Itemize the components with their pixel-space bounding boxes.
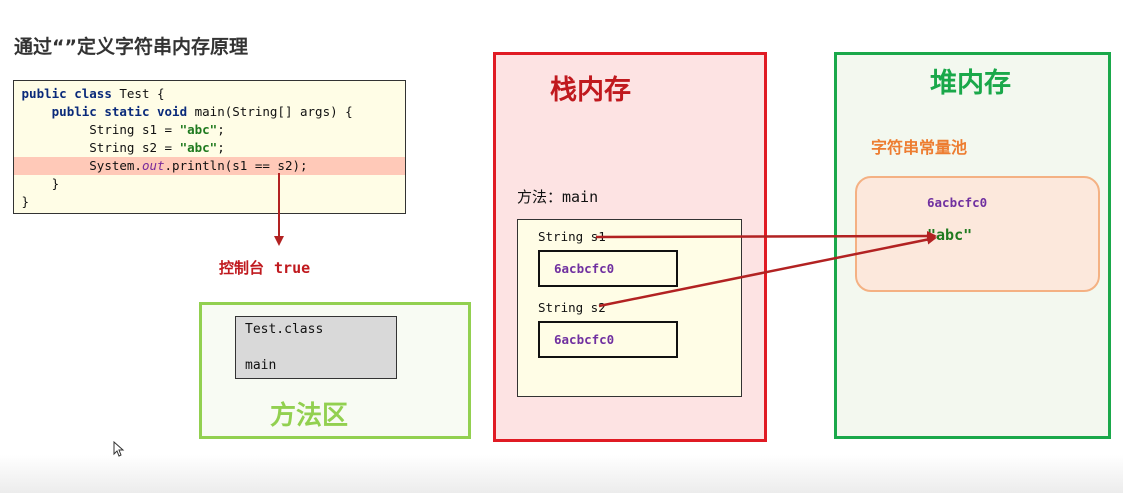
code-string: "abc" [179,122,218,137]
code-text: String s1 = [89,122,180,137]
code-text: System. [89,158,142,173]
stack-frame-label: 方法：main [517,188,599,206]
class-name: Test.class [245,322,324,337]
code-line-2: public static void main(String[] args) { [14,103,405,121]
code-line-5-highlighted: System.out.println(s1 == s2); [14,157,405,175]
code-box: public class Test { public static void m… [13,80,406,214]
pool-string-value: "abc" [927,226,973,244]
code-line-6: } [14,175,405,193]
s1-reference-arrow [595,231,937,242]
code-keyword: public class [21,86,112,101]
var-s1-value: 6acbcfc0 [538,250,678,287]
string-pool [855,176,1100,292]
code-field: out [141,158,165,173]
mouse-cursor-icon [113,441,125,457]
class-method: main [245,358,277,373]
code-text: Test { [111,86,165,101]
pool-address: 6acbcfc0 [927,195,988,210]
var-s2-value: 6acbcfc0 [538,321,678,358]
page-title: 通过“”定义字符串内存原理 [14,36,248,58]
heap-title: 堆内存 [930,68,1011,99]
code-text: } [21,194,30,209]
console-label: 控制台 [219,259,265,277]
bottom-fade [0,455,1123,493]
code-keyword: public static void [51,104,188,119]
code-line-3: String s1 = "abc"; [14,121,405,139]
stack-title: 栈内存 [550,75,631,106]
method-area-label: 方法区 [270,401,349,431]
var-s1-label: String s1 [538,229,606,244]
code-text: ; [217,140,225,155]
string-pool-label: 字符串常量池 [871,138,968,157]
stack-frame [517,219,742,397]
code-text: String s2 = [89,140,180,155]
class-box: Test.class main [235,316,397,379]
code-string: "abc" [179,140,218,155]
code-line-1: public class Test { [14,85,405,103]
console-output: 控制台 true [219,257,310,278]
var-s2-label: String s2 [538,300,606,315]
code-line-4: String s2 = "abc"; [14,139,405,157]
console-value: true [274,259,311,277]
s2-reference-arrow [598,234,937,308]
code-text: main(String[] args) { [187,104,353,119]
code-text: } [51,176,60,191]
code-text: .println(s1 == s2); [164,158,308,173]
code-line-7: } [14,193,405,211]
code-text: ; [217,122,225,137]
